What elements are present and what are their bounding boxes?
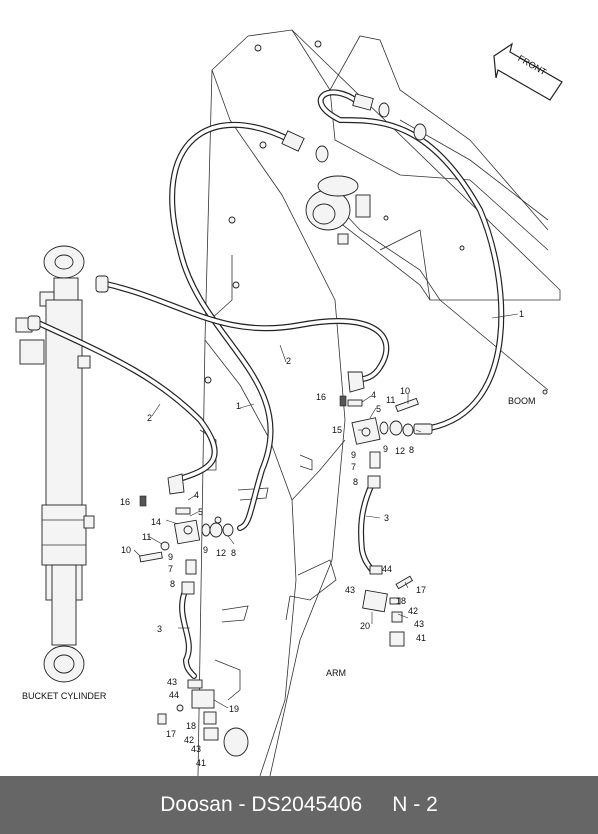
front-direction-arrow: FRONT (493, 42, 563, 101)
callout-10: 10 (121, 545, 131, 555)
callout-labels: 1 1 2 2 3 3 4 4 5 5 7 7 8 8 8 8 9 9 9 9 … (120, 309, 524, 768)
callout-15: 15 (332, 425, 342, 435)
callout-20: 20 (360, 621, 370, 631)
callout-11: 11 (386, 395, 395, 405)
callout-16: 16 (120, 497, 130, 507)
callout-7: 7 (168, 564, 173, 574)
callout-3: 3 (157, 624, 162, 634)
callout-8: 8 (170, 579, 175, 589)
callout-8: 8 (409, 445, 414, 455)
boom-caption: BOOM (508, 396, 536, 406)
hose-1 (169, 89, 505, 531)
callout-4: 4 (194, 490, 199, 500)
callout-42: 42 (184, 735, 194, 745)
callout-9: 9 (203, 545, 208, 555)
boom-outline (247, 29, 561, 391)
callout-44: 44 (169, 690, 179, 700)
callout-9: 9 (168, 552, 173, 562)
callout-18: 18 (186, 721, 196, 731)
footer-section: N - 2 (392, 793, 438, 816)
bucket-cylinder-caption: BUCKET CYLINDER (22, 691, 107, 701)
callout-41: 41 (416, 633, 426, 643)
callout-17: 17 (166, 729, 176, 739)
callout-1: 1 (236, 401, 241, 411)
hydraulic-hose-diagram: FRONT BOOM ARM BUCKET CYLINDER 1 1 2 2 3 (15, 29, 563, 776)
fittings (27, 93, 433, 757)
hose-2 (33, 280, 390, 483)
callout-19: 19 (229, 704, 239, 714)
callout-10: 10 (400, 386, 410, 396)
callout-8: 8 (353, 477, 358, 487)
bucket-cylinder (15, 245, 95, 683)
footer-brand: Doosan (160, 793, 233, 816)
callout-9: 9 (383, 444, 388, 454)
callout-2: 2 (286, 356, 291, 366)
callout-41: 41 (196, 758, 206, 768)
callout-12: 12 (216, 548, 226, 558)
callout-5: 5 (376, 404, 381, 414)
callout-11: 11 (142, 532, 151, 542)
callout-1: 1 (519, 309, 524, 319)
callout-4: 4 (371, 390, 376, 400)
callout-44: 44 (382, 564, 392, 574)
callout-43: 43 (167, 677, 177, 687)
callout-7: 7 (351, 462, 356, 472)
footer-part-number: DS2045406 (251, 793, 363, 816)
callout-43: 43 (414, 619, 424, 629)
callout-5: 5 (198, 507, 203, 517)
callout-17: 17 (416, 585, 426, 595)
arm-caption: ARM (326, 668, 346, 678)
callout-43: 43 (191, 744, 201, 754)
callout-12: 12 (395, 446, 405, 456)
callout-2: 2 (147, 413, 152, 423)
footer-bar: Doosan - DS2045406 N - 2 (0, 776, 598, 834)
arm-outline (197, 35, 548, 776)
callout-42: 42 (408, 606, 418, 616)
footer-separator: - (238, 793, 246, 816)
callout-9: 9 (351, 450, 356, 460)
callout-3: 3 (384, 513, 389, 523)
callout-8: 8 (231, 548, 236, 558)
hose-3 (179, 481, 375, 679)
callout-43: 43 (345, 585, 355, 595)
callout-18: 18 (396, 596, 406, 606)
callout-16: 16 (316, 392, 326, 402)
leader-lines (133, 313, 519, 709)
callout-14: 14 (151, 517, 161, 527)
